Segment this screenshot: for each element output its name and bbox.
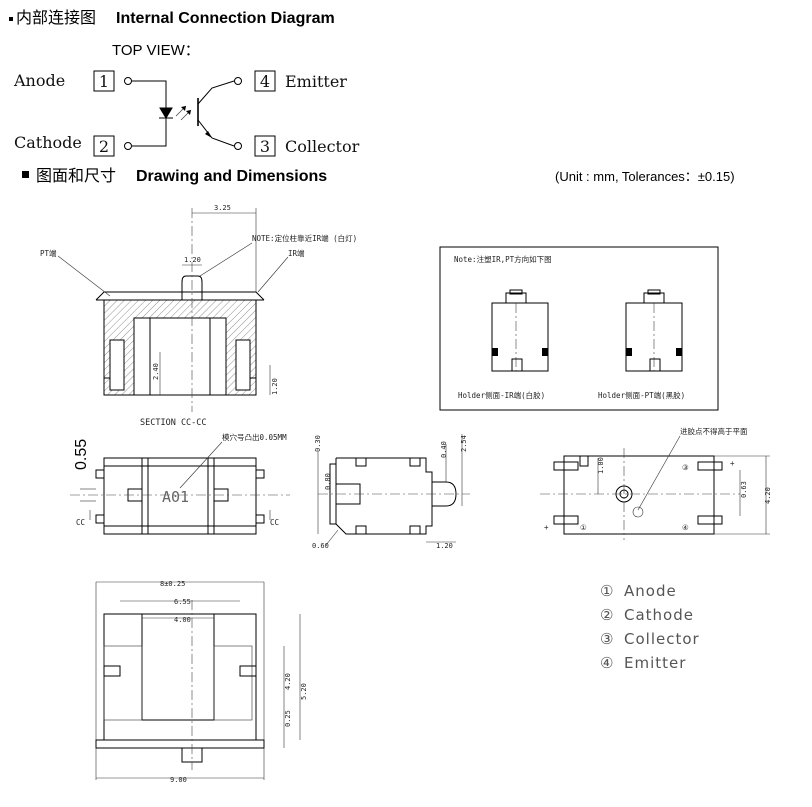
pin-1-name: Anode: [13, 71, 65, 90]
pin-3-name: Collector: [285, 137, 360, 156]
marking-a01: A01: [162, 488, 189, 506]
dim-side-corner: 0.60: [312, 542, 329, 550]
unit-note: (Unit : mm, Tolerances：±0.15): [555, 169, 735, 184]
legend-mark-4: ④: [600, 654, 614, 672]
pin-1-number: 1: [99, 72, 109, 91]
dim-front-bottom: 9.00: [170, 776, 187, 784]
top-view-label: TOP VIEW：: [112, 42, 200, 59]
bottom-view-drawing: ① ③ ④ + + 进胶点不得高于平面 1.00 0.63 4.20: [540, 426, 772, 540]
section2-title-cn: 图面和尺寸: [36, 167, 116, 185]
note-post: NOTE:定位柱靠近IR端 (白灯): [252, 233, 357, 243]
pin-1-box: [93, 70, 115, 92]
legend-name-4: Emitter: [624, 654, 686, 672]
pin-2-name: Cathode: [14, 133, 82, 152]
section-drawing-header: 图面和尺寸 Drawing and Dimensions (Unit : mm,…: [22, 167, 735, 185]
legend-name-3: Collector: [624, 630, 700, 648]
dim-side-right-a: 0.40: [440, 441, 448, 458]
bottom-plus-left: +: [544, 523, 549, 532]
dim-side-right-b: 2.54: [460, 435, 468, 452]
dim-front-cavity: 4.00: [174, 616, 191, 624]
dim-depth: 2.40: [152, 363, 160, 380]
dim-front-total-top: 8±0.25: [160, 580, 185, 588]
dim-bottom-height: 4.20: [764, 487, 772, 504]
bottom-pin-mark-3: ③: [682, 463, 689, 472]
dim-front-foot: 0.25: [284, 710, 292, 727]
dim-width: 3.25: [214, 204, 231, 212]
holder-note-box: Note:注塑IR,PT方向如下图 Holder侧面-IR端(白胶) Holde…: [439, 246, 719, 411]
pin-2-number: 2: [99, 137, 109, 156]
bottom-pin-mark-4: ④: [682, 523, 689, 532]
holder-note-title: Note:注塑IR,PT方向如下图: [454, 254, 552, 264]
section-title: SECTION CC-CC: [140, 418, 207, 428]
led-diode-icon: [159, 107, 173, 119]
dim-side-top: 0.30: [314, 435, 322, 452]
top-view-drawing: A01 模穴号凸出0.05MM 0.55 CC CC: [70, 432, 290, 535]
dim-front-total-h: 5.20: [300, 683, 308, 700]
side-view-drawing: 0.30 0.80 0.40 2.54 1.20 0.60: [312, 434, 470, 550]
dim-foot: 1.20: [271, 378, 279, 395]
pin-3-box: [254, 135, 276, 157]
pin-3-number: 3: [260, 137, 270, 156]
section-view-cc: 3.25 1.20 2.40 1.20 PT端 IR端 NOTE:定位柱靠近IR…: [40, 204, 357, 428]
bottom-pin-mark-1: ①: [580, 523, 587, 532]
holder-caption-pt: Holder侧面-PT端(黑胶): [598, 390, 685, 400]
pin-4-box: [254, 70, 276, 92]
pin-2-box: [93, 135, 115, 157]
legend-name-2: Cathode: [624, 606, 694, 624]
bullet: [22, 171, 29, 178]
front-view-drawing: 8±0.25 6.55 4.00 4.20 5.20 0.25 9.00: [95, 580, 308, 784]
section1-title-cn: 内部连接图: [16, 9, 96, 27]
cc-right: CC: [270, 518, 279, 527]
section-internal-connection: 内部连接图 Internal Connection Diagram TOP VI…: [9, 9, 360, 157]
dim-side-mid: 0.80: [324, 473, 332, 490]
legend-mark-3: ③: [600, 630, 614, 648]
led-phototransistor-schematic: [124, 77, 242, 150]
legend-name-1: Anode: [624, 582, 677, 600]
dim-bottom-top: 1.00: [597, 457, 605, 474]
bullet: [9, 17, 13, 21]
legend-mark-2: ②: [600, 606, 614, 624]
legend-mark-1: ①: [600, 582, 614, 600]
dim-front-body: 4.20: [284, 673, 292, 690]
section1-title-en: Internal Connection Diagram: [116, 10, 335, 27]
pin-4-name: Emitter: [285, 72, 347, 91]
dim-post: 1.20: [184, 256, 201, 264]
dim-front-inner: 6.55: [174, 598, 191, 606]
dim-side-bottom: 1.20: [436, 542, 453, 550]
dim-left: 0.55: [73, 439, 90, 470]
note-cavity: 模穴号凸出0.05MM: [222, 432, 287, 442]
note-gate: 进胶点不得高于平面: [680, 426, 748, 436]
label-pt: PT端: [40, 248, 57, 258]
dim-bottom-mid: 0.63: [740, 481, 748, 498]
pin-4-number: 4: [260, 72, 270, 91]
label-ir: IR端: [288, 248, 305, 258]
section2-title-en: Drawing and Dimensions: [136, 168, 327, 185]
cc-left: CC: [76, 518, 85, 527]
bottom-plus-right: +: [730, 459, 735, 468]
pin-legend: ① Anode ② Cathode ③ Collector ④ Emitter: [600, 582, 700, 672]
holder-caption-ir: Holder侧面-IR端(白胶): [458, 390, 545, 400]
